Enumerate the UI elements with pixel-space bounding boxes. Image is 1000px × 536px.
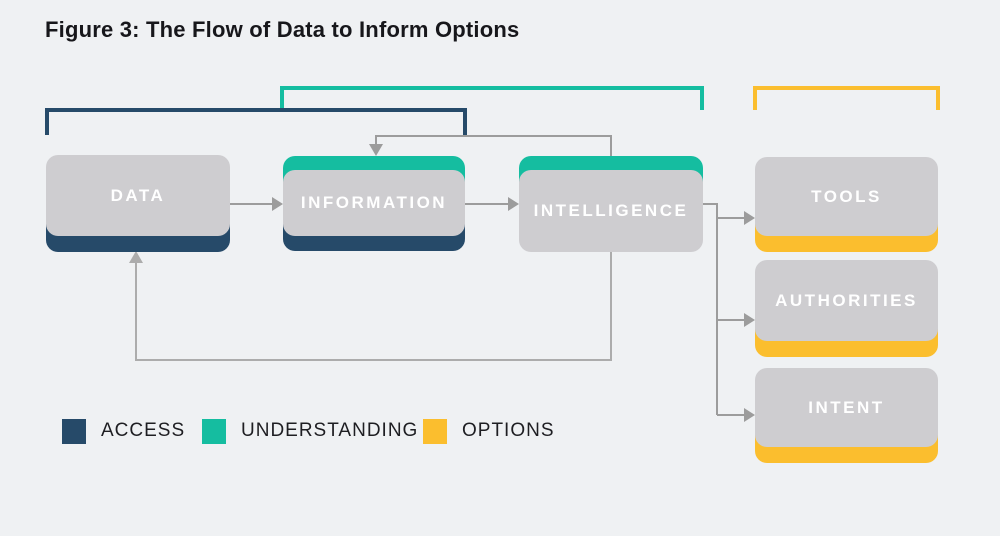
- arrowhead-down-into-information: [369, 144, 383, 156]
- legend-label: UNDERSTANDING: [241, 420, 419, 441]
- node-label: INTENT: [808, 397, 885, 417]
- node-face: INFORMATION: [283, 170, 465, 236]
- node-intelligence: INTELLIGENCE: [519, 156, 703, 252]
- legend: ACCESS UNDERSTANDING OPTIONS: [0, 418, 1000, 444]
- node-label: DATA: [110, 185, 166, 205]
- arrowhead-up-into-data: [129, 251, 143, 263]
- feedback-loop-intelligence-to-data: [135, 252, 612, 361]
- understanding-swatch: [202, 418, 226, 444]
- node-label: INTELLIGENCE: [533, 201, 689, 220]
- node-label: AUTHORITIES: [775, 290, 918, 310]
- flow-arrows: [230, 203, 744, 416]
- access-bracket: [45, 108, 467, 135]
- options-swatch: [423, 418, 447, 444]
- node-tools: TOOLS: [755, 157, 938, 252]
- legend-label: ACCESS: [101, 420, 186, 441]
- node-information: INFORMATION: [283, 156, 465, 251]
- feedback-loop-intelligence-to-information: [375, 135, 612, 156]
- access-swatch: [62, 418, 86, 444]
- node-data: DATA: [46, 155, 230, 252]
- node-label: INFORMATION: [300, 193, 448, 212]
- legend-item-options: OPTIONS: [423, 418, 555, 444]
- node-face: AUTHORITIES: [755, 260, 938, 341]
- node-label: TOOLS: [811, 186, 882, 206]
- legend-item-access: ACCESS: [62, 418, 185, 444]
- options-bracket: [753, 86, 940, 110]
- node-face: DATA: [46, 155, 230, 236]
- node-face: TOOLS: [755, 157, 938, 236]
- node-face: INTELLIGENCE: [519, 170, 703, 252]
- node-face: INTENT: [755, 368, 938, 447]
- legend-item-understanding: UNDERSTANDING: [202, 418, 418, 444]
- legend-label: OPTIONS: [462, 420, 555, 441]
- figure-title: Figure 3: The Flow of Data to Inform Opt…: [45, 17, 520, 42]
- flow-arrowheads: [272, 197, 755, 422]
- node-authorities: AUTHORITIES: [755, 260, 938, 357]
- understanding-bracket: [280, 86, 704, 111]
- node-intent: INTENT: [755, 368, 938, 463]
